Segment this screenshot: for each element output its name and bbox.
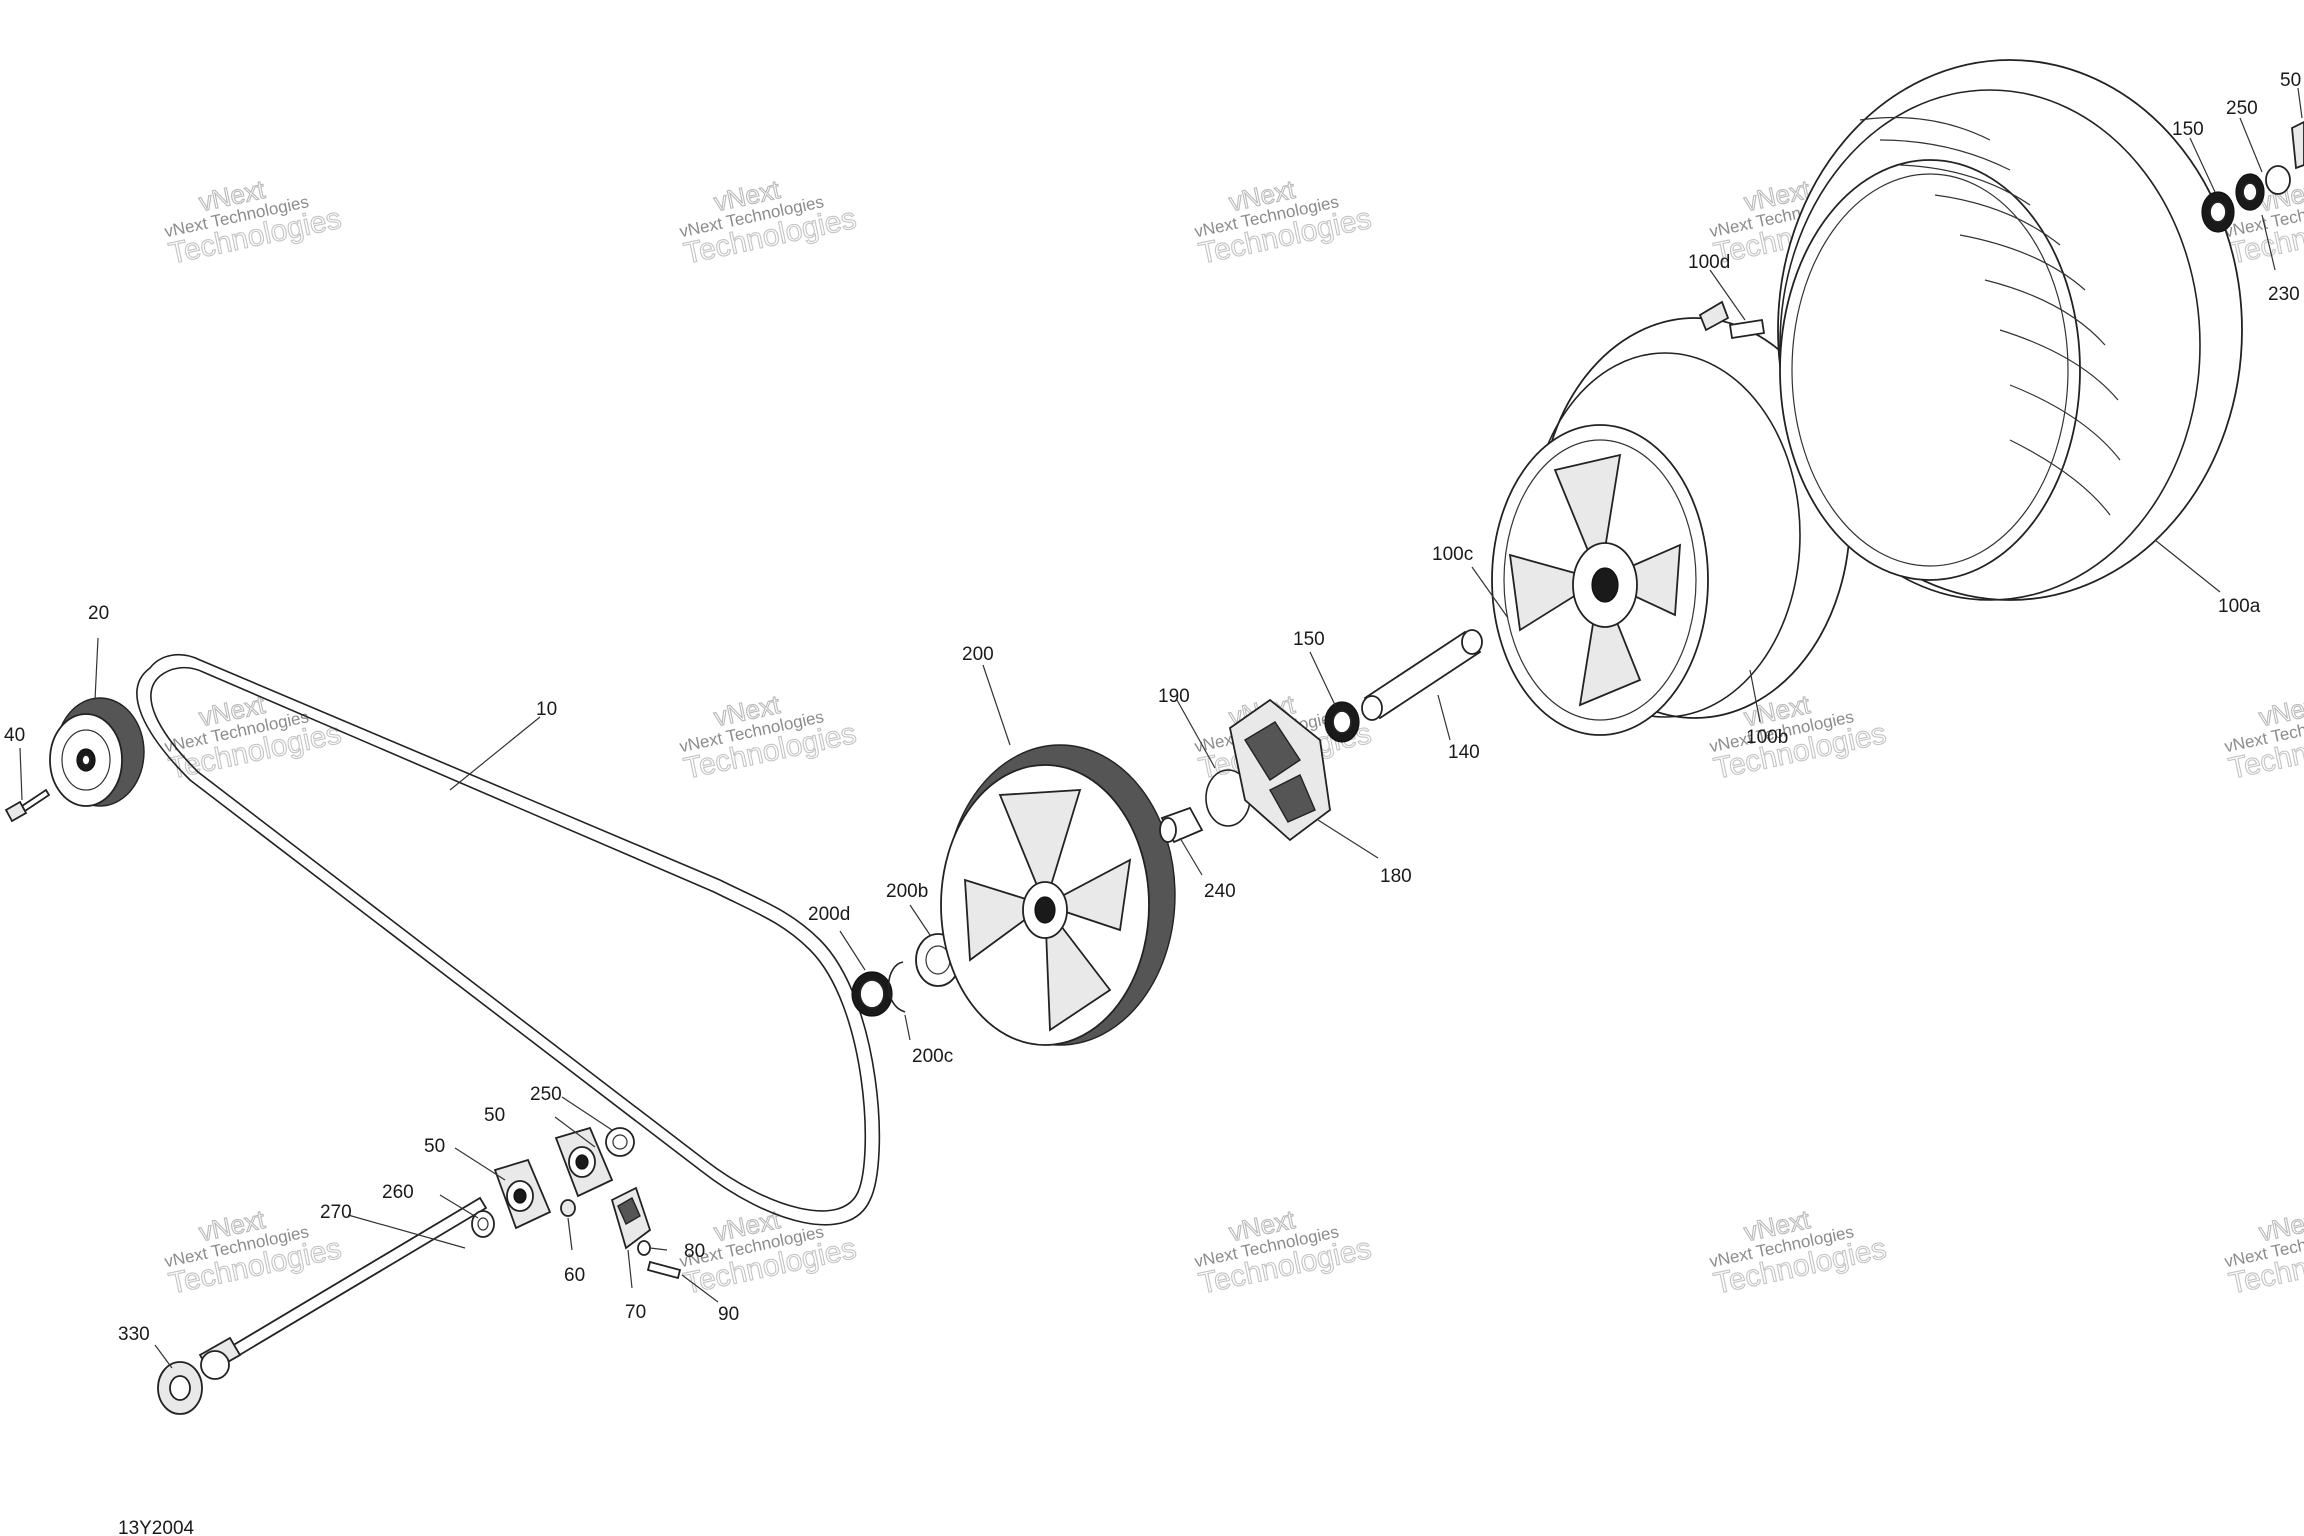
part-label-150-center: 150	[1293, 629, 1325, 650]
cush-drive-damper	[1228, 698, 1331, 842]
part-label-200b: 200b	[886, 881, 928, 902]
part-label-150-right: 150	[2172, 119, 2204, 140]
part-label-80: 80	[684, 1241, 705, 1262]
part-label-250-right: 250	[2226, 98, 2258, 119]
part-label-50-upper: 50	[484, 1105, 505, 1126]
part-label-260: 260	[382, 1182, 414, 1203]
part-label-100c: 100c	[1432, 544, 1473, 565]
part-label-200d: 200d	[808, 904, 850, 925]
part-label-40: 40	[4, 725, 25, 746]
part-label-240: 240	[1204, 881, 1236, 902]
part-label-50-right: 50	[2280, 70, 2301, 91]
tensioner-bolt	[646, 1260, 682, 1280]
bearing-housing-upper	[554, 1126, 614, 1198]
part-label-140: 140	[1448, 742, 1480, 763]
axle-nut	[157, 1361, 203, 1415]
spacer-bushing-lower	[605, 1127, 635, 1157]
drive-pulley	[49, 697, 145, 807]
axle-spacer-tube	[1361, 629, 1483, 721]
part-label-230: 230	[2268, 284, 2300, 305]
wheel-bearing-center	[1324, 701, 1360, 743]
rear-tire	[1777, 59, 2243, 601]
part-label-270: 270	[320, 1202, 352, 1223]
leader-lines	[19, 87, 2303, 1369]
belt-tensioner-block	[610, 1186, 652, 1250]
part-label-200c: 200c	[912, 1046, 953, 1067]
hub-spacer-240	[1159, 806, 1204, 844]
pulley-bolt	[4, 788, 51, 823]
part-label-90: 90	[718, 1304, 739, 1325]
seal-200d	[851, 971, 893, 1017]
spacer-washer	[471, 1210, 495, 1238]
bearing-housing-lower	[493, 1158, 552, 1230]
tensioner-washer	[637, 1240, 651, 1256]
part-label-60: 60	[564, 1265, 585, 1286]
balance-weight	[1728, 318, 1766, 340]
part-label-100a: 100a	[2218, 596, 2261, 617]
rear-sprocket	[940, 744, 1176, 1046]
drive-belt	[136, 653, 881, 1226]
part-label-190: 190	[1158, 686, 1190, 707]
part-label-180: 180	[1380, 866, 1412, 887]
small-nut	[560, 1199, 576, 1217]
part-label-10: 10	[536, 699, 557, 720]
circlip-200c	[887, 961, 906, 1013]
part-label-100d: 100d	[1688, 252, 1730, 273]
wheel-rim	[1491, 300, 1851, 736]
part-label-250-lower: 250	[530, 1084, 562, 1105]
part-label-70: 70	[625, 1302, 646, 1323]
part-label-330: 330	[118, 1324, 150, 1345]
bearing-housing-right	[2291, 120, 2304, 170]
wheel-bearing-right	[2201, 191, 2235, 233]
part-label-20: 20	[88, 603, 109, 624]
part-labels: 20 40 10 250 50 50 260 270 330 60 70 80 …	[4, 70, 2301, 1345]
part-label-200: 200	[962, 644, 994, 665]
part-label-100b: 100b	[1746, 727, 1788, 748]
spacer-bushing-right	[2235, 165, 2291, 211]
part-label-50-lower: 50	[424, 1136, 445, 1157]
diagram-reference-code: 13Y2004	[118, 1518, 195, 1536]
axle-shaft	[198, 1196, 488, 1380]
